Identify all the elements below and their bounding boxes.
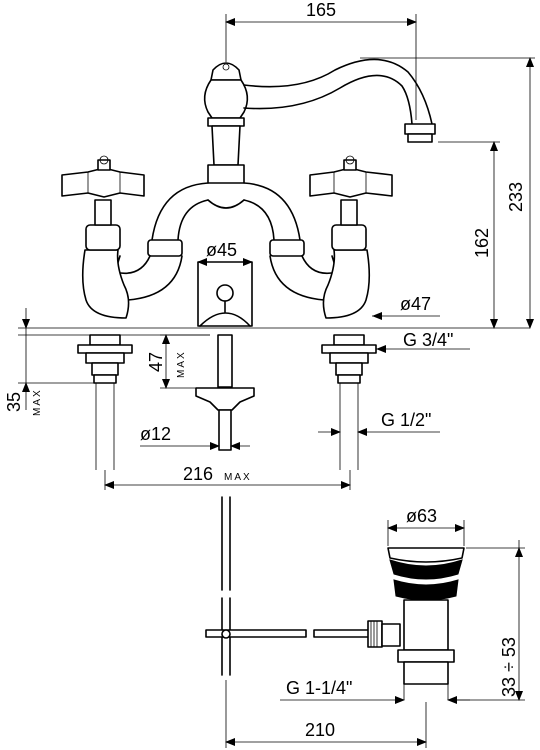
spout-aerator [404, 123, 436, 135]
drain-assembly [205, 496, 465, 700]
drain-flange [387, 547, 465, 563]
label-216: 216 [183, 464, 213, 484]
label-dia-47: ø47 [400, 294, 431, 314]
label-47: 47 [146, 352, 166, 372]
label-210: 210 [305, 720, 335, 740]
dimension-labels: 165 233 162 ø45 ø47 G 3/4" 47 MAX 35 MAX… [4, 0, 526, 740]
label-35: 35 [4, 392, 24, 412]
dimension-lines [18, 14, 535, 748]
bridge-arm-left [151, 182, 209, 241]
top-finial [210, 62, 242, 81]
label-162: 162 [472, 228, 492, 258]
pop-up-knob [216, 284, 234, 302]
label-g-1-1-4: G 1-1/4" [286, 678, 352, 698]
spout [243, 58, 433, 125]
label-g-3-4: G 3/4" [403, 330, 453, 350]
left-valve-body [114, 255, 151, 275]
faucet-assembly [18, 58, 530, 470]
label-165: 165 [306, 0, 336, 20]
label-33-53: 33 ÷ 53 [499, 637, 519, 697]
label-35-max: MAX [32, 388, 43, 416]
bridge-arm-right [243, 182, 301, 241]
label-233: 233 [506, 182, 526, 212]
right-cross-handle [309, 167, 393, 198]
right-valve-body [301, 255, 338, 275]
right-shank [321, 334, 377, 470]
label-dia-45: ø45 [206, 240, 237, 260]
central-body [203, 79, 249, 119]
label-216-max: MAX [224, 472, 252, 483]
left-shank [77, 334, 133, 470]
label-dia-63: ø63 [406, 506, 437, 526]
label-g-1-2: G 1/2" [381, 410, 431, 430]
left-cross-handle [61, 167, 145, 198]
center-rod [195, 334, 255, 451]
label-dia-12: ø12 [140, 424, 171, 444]
label-47-max: MAX [176, 350, 187, 378]
